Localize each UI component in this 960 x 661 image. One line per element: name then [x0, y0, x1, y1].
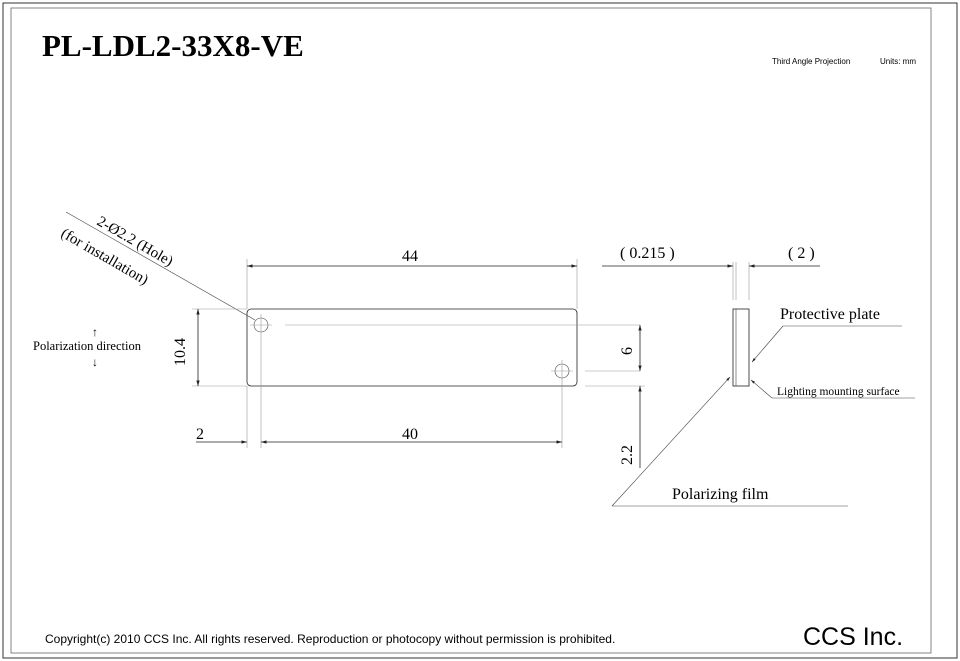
dim-hole-edge-offset: 2 [196, 426, 204, 443]
dim-overall-length: 44 [402, 248, 418, 265]
dim-plate-thickness: ( 2 ) [788, 245, 815, 262]
projection-note: Third Angle Projection [772, 57, 850, 66]
inner-border [10, 7, 932, 654]
drawing-title: PL-LDL2-33X8-VE [42, 28, 304, 63]
protective-plate-label: Protective plate [780, 306, 880, 323]
polarization-arrow-down-icon: ↓ [92, 355, 98, 369]
dim-hole-vertical-spacing: 6 [619, 347, 636, 355]
dim-hole-spacing: 40 [402, 426, 418, 443]
side-profile [732, 308, 750, 387]
dim-film-thickness: ( 0.215 ) [620, 245, 675, 262]
dim-overall-height: 10.4 [172, 338, 189, 366]
front-view: 2-Ø2.2 (Hole) (for installation) Polariz… [33, 211, 645, 468]
side-view: ( 0.215 ) ( 2 ) Protective plate Lightin… [602, 245, 915, 507]
polarizing-film-label: Polarizing film [672, 486, 769, 503]
dim-bottom-offset: 2.2 [619, 445, 636, 465]
part-outline [246, 308, 578, 387]
polarization-arrow-up-icon: ↑ [92, 325, 98, 339]
copyright-notice: Copyright(c) 2010 CCS Inc. All rights re… [45, 632, 615, 646]
mounting-surface-label: Lighting mounting surface [777, 386, 900, 398]
company-name: CCS Inc. [803, 623, 903, 651]
polarization-direction-label: Polarization direction [33, 339, 142, 353]
units-note: Units: mm [880, 57, 916, 66]
